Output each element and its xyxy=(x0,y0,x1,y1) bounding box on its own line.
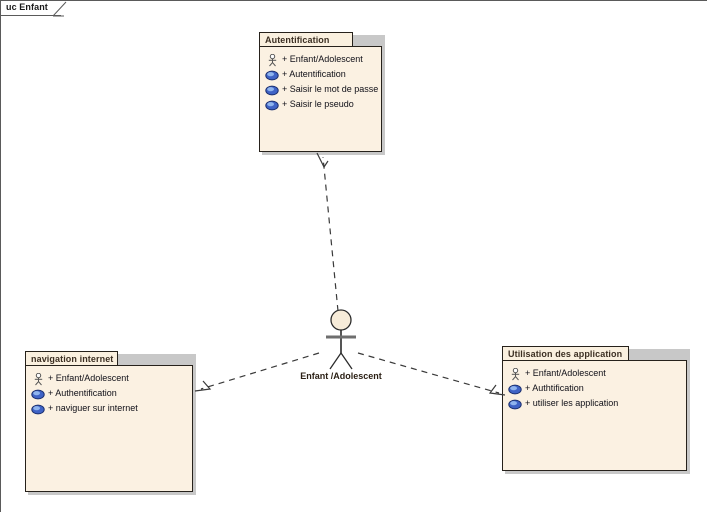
package-item-label: + Authentification xyxy=(48,388,117,398)
package-item[interactable]: + Enfant/Adolescent xyxy=(264,52,377,67)
diagram-frame-tab[interactable]: uc Enfant xyxy=(1,1,61,16)
package-item[interactable]: + Enfant/Adolescent xyxy=(30,371,188,386)
package-title-text: navigation internet xyxy=(31,353,114,364)
package-item-label: + Autentification xyxy=(282,69,346,79)
package-body: + Enfant/Adolescent + Authentification xyxy=(25,365,193,492)
usecase-icon xyxy=(264,83,280,97)
package-autentification[interactable]: Autentification + Enfant/Adolescent xyxy=(259,32,385,155)
package-title-text: Autentification xyxy=(265,34,330,45)
usecase-icon xyxy=(507,397,523,411)
usecase-icon xyxy=(30,402,46,416)
usecase-icon xyxy=(264,68,280,82)
package-body: + Enfant/Adolescent + Authtification xyxy=(502,360,687,471)
connector-actor-to-autentification xyxy=(316,152,339,312)
package-item[interactable]: + Authtification xyxy=(507,381,682,396)
actor-icon xyxy=(264,53,280,67)
package-item[interactable]: + Enfant/Adolescent xyxy=(507,366,682,381)
package-title-tab: Utilisation des application xyxy=(502,346,629,361)
usecase-icon xyxy=(507,382,523,396)
actor-icon xyxy=(507,367,523,381)
package-item-label: + Saisir le pseudo xyxy=(282,99,354,109)
package-item-label: + Saisir le mot de passe xyxy=(282,84,379,94)
actor-enfant-adolescent[interactable] xyxy=(319,309,363,371)
package-item[interactable]: + Authentification xyxy=(30,386,188,401)
diagram-frame-tab-slant-icon xyxy=(53,1,69,17)
package-body: + Enfant/Adolescent + Autentification xyxy=(259,46,382,152)
actor-label: Enfant /Adolescent xyxy=(300,371,382,381)
package-item[interactable]: + naviguer sur internet xyxy=(30,401,188,416)
package-item-label: + utiliser les application xyxy=(525,398,619,408)
package-item-label: + Enfant/Adolescent xyxy=(48,373,129,383)
package-item[interactable]: + Autentification xyxy=(264,67,377,82)
package-item-label: + Enfant/Adolescent xyxy=(525,368,606,378)
package-title-text: Utilisation des application xyxy=(508,348,623,359)
usecase-icon xyxy=(264,98,280,112)
actor-icon xyxy=(30,372,46,386)
package-item[interactable]: + Saisir le pseudo xyxy=(264,97,377,112)
package-title-tab: Autentification xyxy=(259,32,353,47)
package-title-tab: navigation internet xyxy=(25,351,118,366)
package-item-label: + naviguer sur internet xyxy=(48,403,138,413)
actor-figure-icon xyxy=(326,309,356,370)
package-item-label: + Authtification xyxy=(525,383,584,393)
package-navigation-internet[interactable]: navigation internet + Enfant/Adolescent xyxy=(25,351,196,495)
package-item[interactable]: + Saisir le mot de passe xyxy=(264,82,379,97)
package-item-label: + Enfant/Adolescent xyxy=(282,54,363,64)
usecase-icon xyxy=(30,387,46,401)
package-utilisation-des-application[interactable]: Utilisation des application + Enfant/Ado… xyxy=(502,346,690,474)
diagram-frame-tab-label: uc Enfant xyxy=(6,2,48,12)
package-item[interactable]: + utiliser les application xyxy=(507,396,682,411)
